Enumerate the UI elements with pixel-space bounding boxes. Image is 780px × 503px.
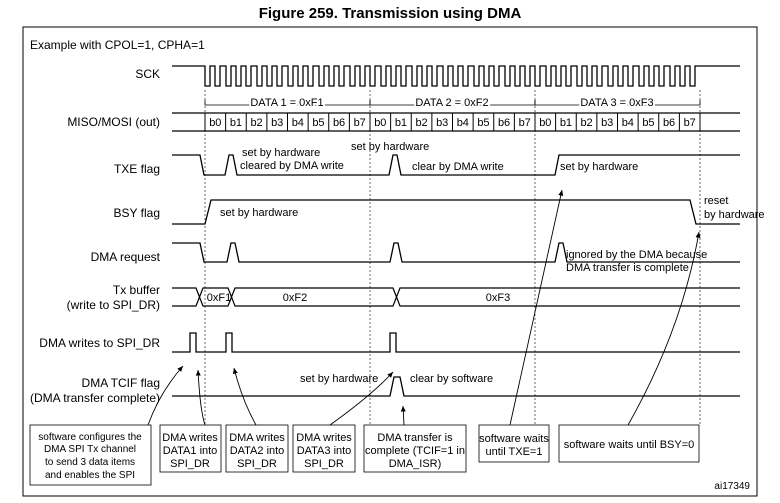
bit-label: b2 <box>250 117 262 129</box>
note-box-6: software waits until TXE=1 <box>478 424 550 463</box>
dma-writes-waveform <box>172 332 740 353</box>
label-dma-writes: DMA writes to SPI_DR <box>39 336 160 350</box>
dma-ignored-2: DMA transfer is complete <box>566 262 689 274</box>
svg-text:software waits until BSY=0: software waits until BSY=0 <box>564 439 695 451</box>
bit-cells: b0 b1 b2 b3 b4 b5 b6 b7 b0 b1 b2 b3 b4 b5 b6 b7 b0 b1 b2 b3… <box>204 113 701 131</box>
label-tcif: DMA TCIF flag <box>82 376 160 390</box>
label-tx-buffer-sub: (write to SPI_DR) <box>67 298 160 312</box>
label-tcif-sub: (DMA transfer complete) <box>30 391 160 405</box>
bit-label: b5 <box>477 117 489 129</box>
tcif-clear: clear by software <box>410 373 493 385</box>
tcif-waveform <box>172 376 740 397</box>
data-word-1: DATA 1 = 0xF1 <box>250 97 323 109</box>
note-box-2: DMA writes DATA1 into SPI_DR <box>159 424 222 473</box>
sck-waveform <box>172 65 740 87</box>
bsy-set: set by hardware <box>220 207 298 219</box>
label-tx-buffer: Tx buffer <box>113 283 160 297</box>
bit-label: b4 <box>622 117 634 129</box>
svg-text:DATA2 into: DATA2 into <box>230 445 285 457</box>
label-sck: SCK <box>135 67 160 81</box>
data-word-3: DATA 3 = 0xF3 <box>580 97 653 109</box>
label-miso-mosi: MISO/MOSI (out) <box>67 115 160 129</box>
bit-label: b1 <box>560 117 572 129</box>
bit-label: b0 <box>209 117 221 129</box>
bit-label: b0 <box>539 117 551 129</box>
note-box-3: DMA writes DATA2 into SPI_DR <box>225 424 289 473</box>
svg-text:SPI_DR: SPI_DR <box>170 458 210 470</box>
annotation-arrows <box>147 189 701 426</box>
svg-text:to send 3 data items: to send 3 data items <box>45 457 135 468</box>
tx-buffer-value-3: 0xF3 <box>486 292 510 304</box>
bit-label: b3 <box>436 117 448 129</box>
bit-label: b6 <box>663 117 675 129</box>
svg-text:DMA writes: DMA writes <box>296 432 352 444</box>
bit-label: b3 <box>601 117 613 129</box>
bit-label: b7 <box>354 117 366 129</box>
svg-text:complete (TCIF=1 in: complete (TCIF=1 in <box>365 445 465 457</box>
txe-set-1: set by hardware <box>242 147 320 159</box>
svg-text:DMA writes: DMA writes <box>162 432 218 444</box>
txe-cleared-1: cleared by DMA write <box>240 160 344 172</box>
bit-label: b1 <box>230 117 242 129</box>
label-dma-request: DMA request <box>91 250 161 264</box>
bsy-reset-1: reset <box>704 195 728 207</box>
bit-label: b7 <box>684 117 696 129</box>
svg-text:DATA1 into: DATA1 into <box>163 445 218 457</box>
bsy-reset-2: by hardware <box>704 209 765 221</box>
svg-text:until TXE=1: until TXE=1 <box>486 446 543 458</box>
svg-text:DMA writes: DMA writes <box>229 432 285 444</box>
tx-buffer-value-1: 0xF1 <box>207 292 231 304</box>
tx-buffer-value-2: 0xF2 <box>283 292 307 304</box>
figure-title: Figure 259. Transmission using DMA <box>259 5 522 22</box>
tcif-set: set by hardware <box>300 373 378 385</box>
svg-text:DMA SPI Tx channel: DMA SPI Tx channel <box>44 444 136 455</box>
note-box-4: DMA writes DATA3 into SPI_DR <box>292 424 356 473</box>
bit-label: b0 <box>374 117 386 129</box>
txe-clear-2: clear by DMA write <box>412 161 504 173</box>
svg-text:and enables the SPI: and enables the SPI <box>45 470 135 481</box>
bit-label: b2 <box>580 117 592 129</box>
svg-text:SPI_DR: SPI_DR <box>237 458 277 470</box>
bit-label: b4 <box>457 117 469 129</box>
dma-ignored-1: ignored by the DMA because <box>566 249 707 261</box>
label-bsy: BSY flag <box>114 206 160 220</box>
bit-label: b5 <box>312 117 324 129</box>
svg-text:software configures the: software configures the <box>38 432 142 443</box>
bsy-waveform <box>172 199 740 225</box>
bit-label: b4 <box>292 117 304 129</box>
bit-label: b5 <box>642 117 654 129</box>
subtitle: Example with CPOL=1, CPHA=1 <box>30 38 205 52</box>
svg-text:software waits: software waits <box>479 433 549 445</box>
bit-label: b6 <box>498 117 510 129</box>
bit-label: b2 <box>415 117 427 129</box>
figure-id: ai17349 <box>714 481 750 492</box>
tx-buffer-bus <box>172 287 740 307</box>
svg-text:DMA_ISR): DMA_ISR) <box>389 458 442 470</box>
txe-waveform <box>172 154 740 176</box>
bit-label: b3 <box>271 117 283 129</box>
txe-set-3: set by hardware <box>560 161 638 173</box>
svg-text:SPI_DR: SPI_DR <box>304 458 344 470</box>
bit-label: b1 <box>395 117 407 129</box>
bit-label: b7 <box>519 117 531 129</box>
figure-frame <box>22 26 758 497</box>
label-txe: TXE flag <box>114 162 160 176</box>
note-box-5: DMA transfer is complete (TCIF=1 in DMA_… <box>363 424 467 473</box>
svg-text:DATA3 into: DATA3 into <box>297 445 352 457</box>
bit-label: b6 <box>333 117 345 129</box>
note-box-1: software configures the DMA SPI Tx chann… <box>29 424 152 486</box>
note-box-7: software waits until BSY=0 <box>558 424 700 463</box>
svg-text:DMA transfer is: DMA transfer is <box>377 432 453 444</box>
txe-set-2: set by hardware <box>351 141 429 153</box>
data-word-brackets <box>204 100 701 106</box>
dma-request-waveform <box>172 242 740 263</box>
data-word-2: DATA 2 = 0xF2 <box>415 97 488 109</box>
